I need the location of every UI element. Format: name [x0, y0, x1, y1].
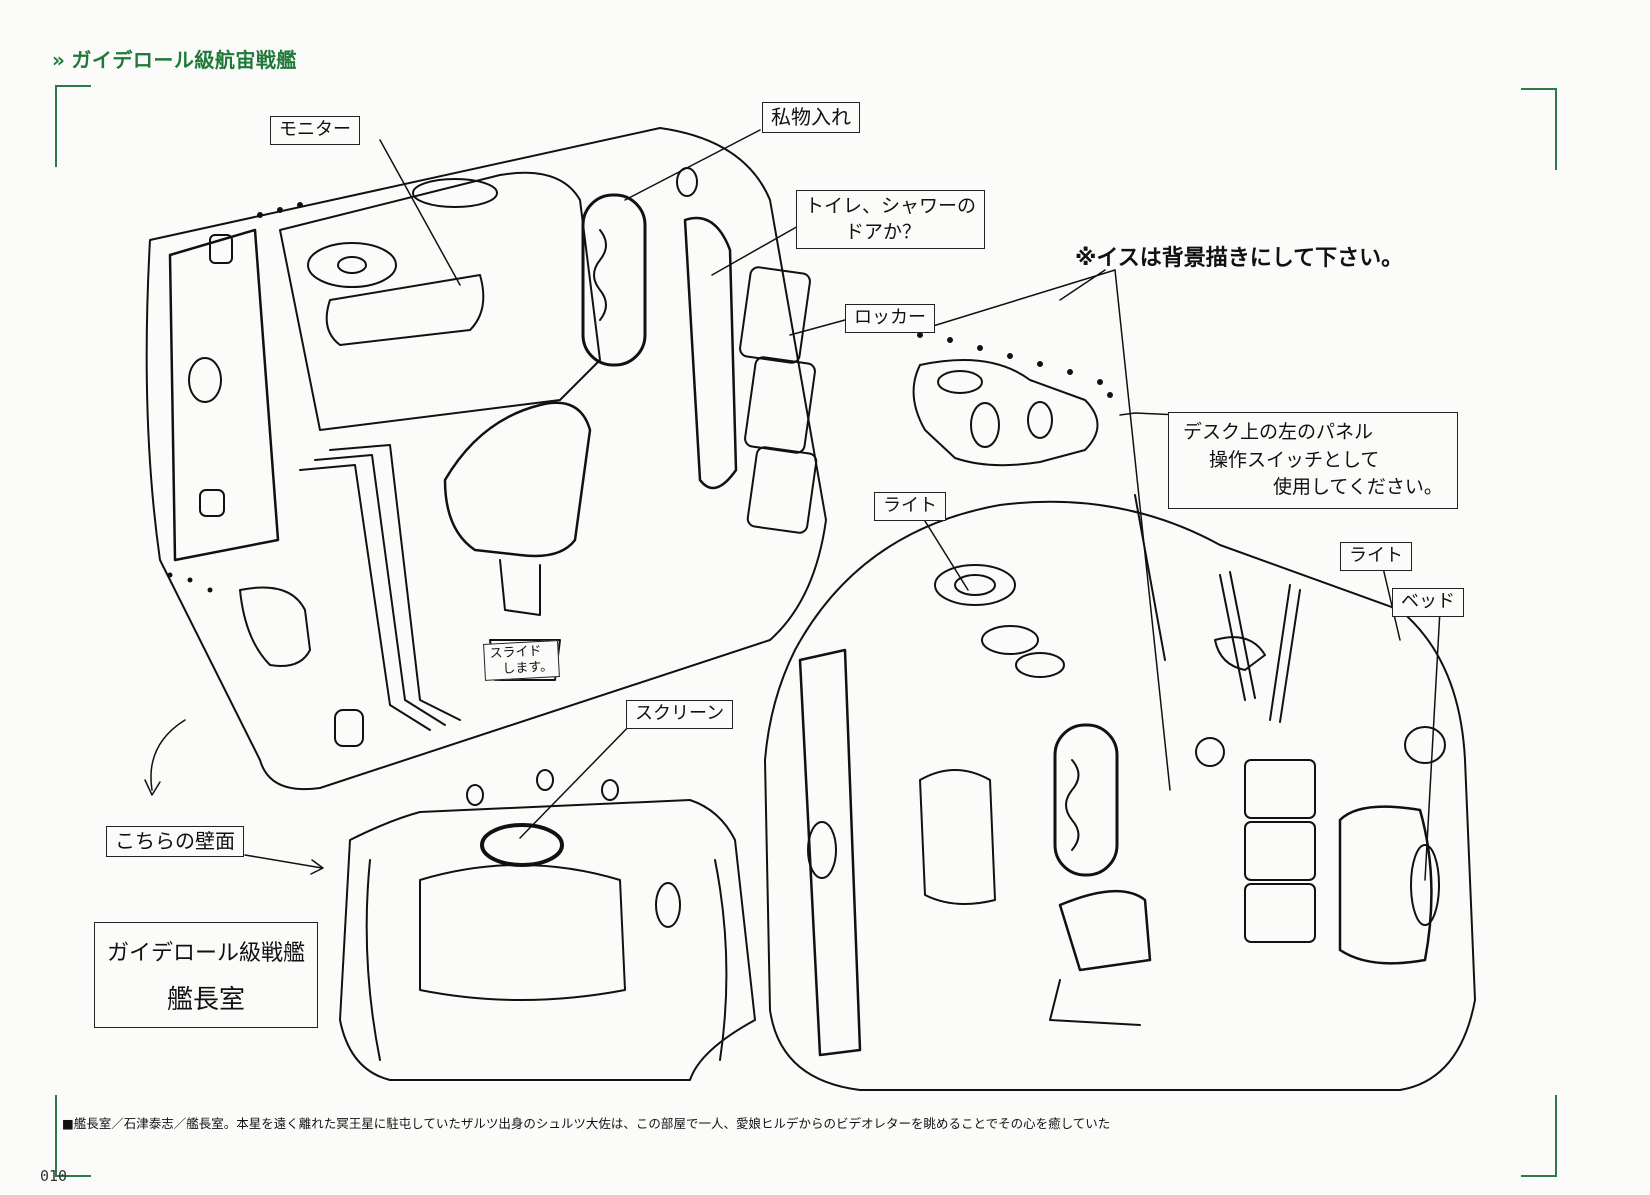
page-number: 010 [40, 1167, 68, 1185]
label-line: 使用してください。 [1273, 476, 1443, 499]
label-slide: スライド します。 [483, 640, 560, 682]
title-line-1: ガイデロール級戦艦 [106, 941, 305, 966]
label-personal-storage: 私物入れ [762, 102, 860, 133]
chair-note: ※イスは背景描きにして下さい。 [1075, 246, 1404, 271]
curved-arrow [150, 719, 186, 791]
crop-mark-bottom-right [1521, 1095, 1557, 1177]
pointer-arrow [244, 854, 323, 869]
label-line: トイレ、シャワーの [805, 195, 977, 217]
chevron-icon: » [52, 48, 66, 72]
label-light-1: ライト [874, 492, 946, 521]
label-this-wall: こちらの壁面 [106, 826, 244, 857]
label-line: 操作スイッチとして [1209, 448, 1380, 471]
label-line: デスク上の左のパネル [1183, 421, 1374, 443]
section-title: ガイデロール級航宙戦艦 [71, 48, 297, 72]
room-sketch-bottom-right [764, 494, 1476, 1091]
label-line: します。 [502, 658, 554, 677]
label-toilet-shower-door: トイレ、シャワーの ドアか？ [796, 190, 986, 250]
callout-lines [379, 129, 1441, 881]
title-line-2: 艦長室 [166, 985, 245, 1015]
label-bed: ベッド [1392, 588, 1464, 617]
room-sketch-top [145, 127, 827, 791]
label-desk-panel: デスク上の左のパネル 操作スイッチとして 使用してください。 [1168, 412, 1458, 509]
crop-mark-top-left [55, 85, 91, 167]
desk-panel-sketch [912, 359, 1181, 467]
crop-mark-top-right [1521, 88, 1557, 170]
label-monitor: モニター [270, 116, 360, 145]
label-light-2: ライト [1340, 542, 1412, 571]
rivet-dots [167, 202, 1113, 593]
crop-mark-bottom-left [55, 1095, 91, 1177]
section-header: »ガイデロール級航宙戦艦 [52, 44, 297, 73]
room-sketch-wall [339, 769, 756, 1081]
title-block: ガイデロール級戦艦 艦長室 [94, 922, 318, 1028]
label-screen: スクリーン [626, 700, 734, 729]
caption: ■艦長室／石津泰志／艦長室。本星を遠く離れた冥王星に駐屯していたザルツ出身のシュ… [62, 1116, 1111, 1131]
label-locker: ロッカー [845, 304, 935, 333]
label-line: ドアか？ [845, 220, 922, 243]
